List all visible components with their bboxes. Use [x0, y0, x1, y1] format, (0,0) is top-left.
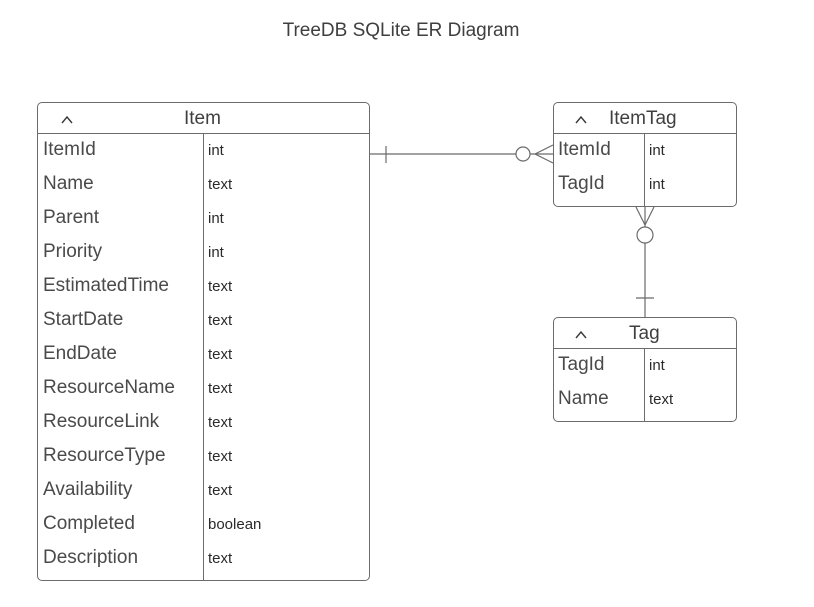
field-row[interactable]: ItemId int [38, 134, 369, 168]
crows-foot-marker [534, 144, 554, 155]
entity-itemtag-title: ItemTag [609, 108, 677, 129]
entity-tag[interactable]: Tag TagId int Name text [553, 317, 737, 422]
field-name: Completed [43, 513, 135, 534]
field-type: int [649, 142, 665, 159]
entity-item-header[interactable]: Item [38, 103, 369, 134]
field-type: int [649, 176, 665, 193]
entity-tag-column-divider [644, 349, 645, 421]
chevron-up-icon[interactable] [574, 113, 588, 127]
entity-item[interactable]: Item ItemId int Name text Parent int Priori… [37, 102, 370, 581]
field-row[interactable]: EndDate text [38, 338, 369, 372]
field-name: Description [43, 547, 139, 568]
field-name: Name [43, 173, 94, 194]
crows-foot-marker [534, 153, 554, 164]
diagram-title: TreeDB SQLite ER Diagram [282, 20, 520, 41]
field-type: int [649, 357, 665, 374]
field-row[interactable]: ResourceLink text [38, 406, 369, 440]
field-row[interactable]: Parent int [38, 202, 369, 236]
field-type: text [649, 391, 674, 408]
field-type: text [208, 482, 233, 499]
relationship-item-itemtag[interactable] [370, 144, 554, 164]
field-row[interactable]: Name text [38, 168, 369, 202]
field-row[interactable]: Completed boolean [38, 508, 369, 542]
field-name: ItemId [43, 139, 96, 160]
zero-marker [636, 226, 654, 244]
field-type: int [208, 142, 224, 159]
chevron-up-icon[interactable] [574, 328, 588, 342]
entity-itemtag[interactable]: ItemTag ItemId int TagId int [553, 102, 737, 207]
field-row[interactable]: ResourceType text [38, 440, 369, 474]
field-name: Parent [43, 207, 99, 228]
field-name: StartDate [43, 309, 124, 330]
field-name: ResourceLink [43, 411, 160, 432]
field-row[interactable]: Name text [554, 383, 736, 417]
field-name: ResourceType [43, 445, 166, 466]
field-name: EndDate [43, 343, 117, 364]
field-row[interactable]: TagId int [554, 168, 736, 202]
zero-marker [515, 146, 531, 162]
field-row[interactable]: ResourceName text [38, 372, 369, 406]
field-type: text [208, 448, 233, 465]
field-type: text [208, 550, 233, 567]
entity-item-title: Item [184, 108, 221, 129]
field-row[interactable]: Priority int [38, 236, 369, 270]
field-row[interactable]: StartDate text [38, 304, 369, 338]
entity-tag-title: Tag [629, 323, 660, 344]
entity-tag-header[interactable]: Tag [554, 318, 736, 349]
entity-item-fields: ItemId int Name text Parent int Priority int… [38, 134, 369, 576]
field-type: text [208, 414, 233, 431]
field-name: EstimatedTime [43, 275, 169, 296]
field-type: text [208, 312, 233, 329]
field-type: text [208, 380, 233, 397]
entity-item-column-divider [203, 134, 204, 580]
field-row[interactable]: Description text [38, 542, 369, 576]
chevron-up-icon[interactable] [60, 113, 74, 127]
entity-tag-fields: TagId int Name text [554, 349, 736, 417]
field-name: ItemId [558, 139, 611, 160]
field-row[interactable]: Availability text [38, 474, 369, 508]
field-name: ResourceName [43, 377, 175, 398]
entity-itemtag-fields: ItemId int TagId int [554, 134, 736, 202]
field-row[interactable]: EstimatedTime text [38, 270, 369, 304]
field-type: text [208, 176, 233, 193]
crows-foot-marker [635, 206, 646, 226]
field-name: Name [558, 388, 609, 409]
field-type: text [208, 278, 233, 295]
field-name: TagId [558, 173, 605, 194]
field-type: int [208, 210, 224, 227]
field-name: Priority [43, 241, 103, 262]
crows-foot-marker [644, 206, 655, 226]
field-type: text [208, 346, 233, 363]
field-type: int [208, 244, 224, 261]
relationship-itemtag-tag[interactable] [635, 206, 655, 317]
field-type: boolean [208, 516, 262, 533]
field-name: Availability [43, 479, 133, 500]
entity-itemtag-column-divider [644, 134, 645, 206]
field-row[interactable]: ItemId int [554, 134, 736, 168]
entity-itemtag-header[interactable]: ItemTag [554, 103, 736, 134]
field-name: TagId [558, 354, 605, 375]
field-row[interactable]: TagId int [554, 349, 736, 383]
